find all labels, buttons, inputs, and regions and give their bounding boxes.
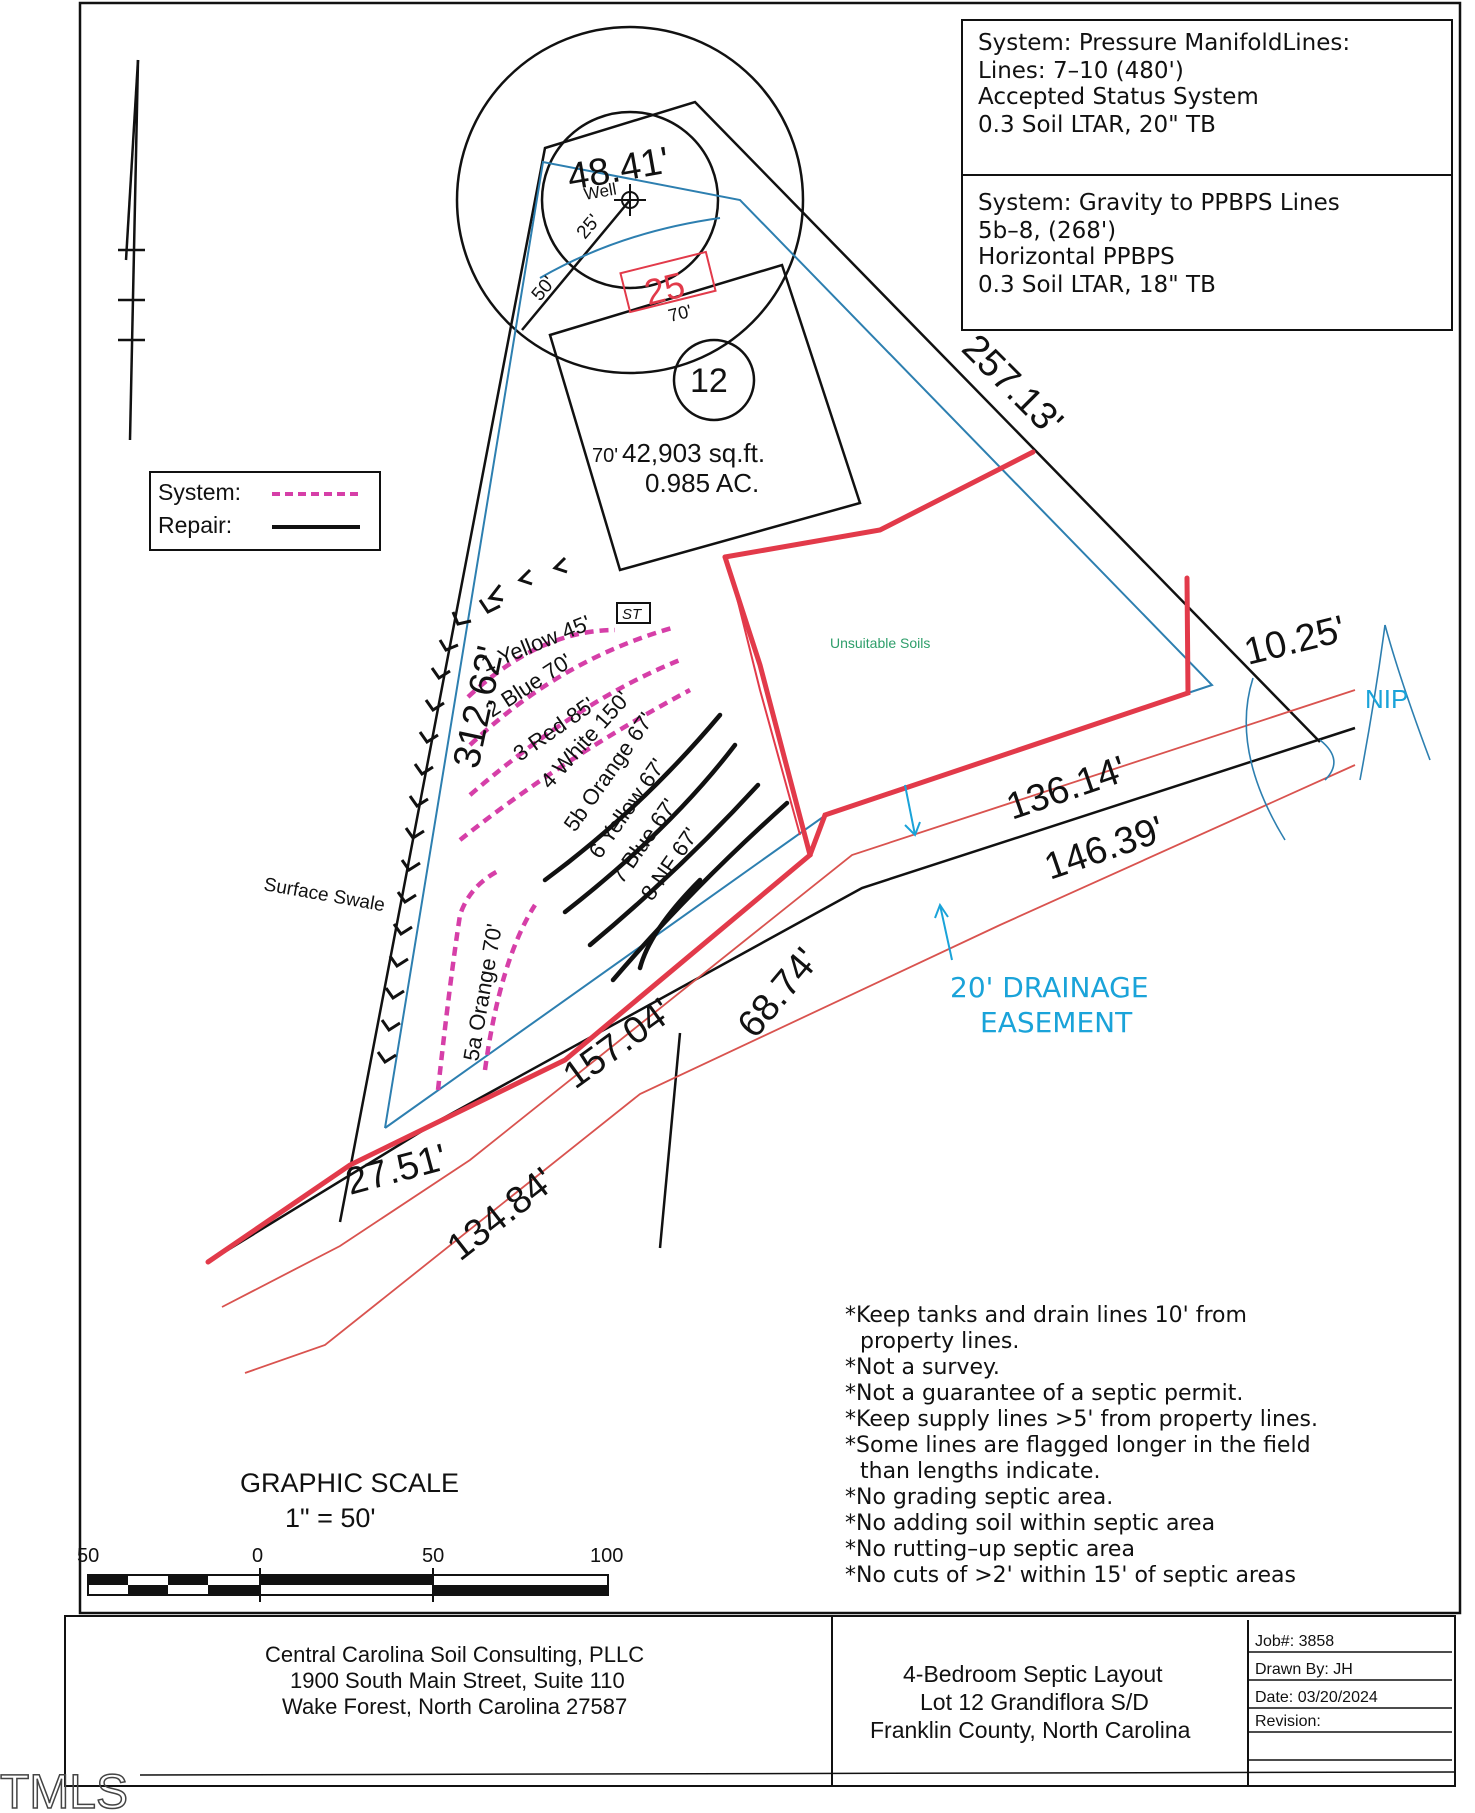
note-8: *No adding soil within septic area — [845, 1511, 1215, 1536]
company-name: Central Carolina Soil Consulting, PLLC — [265, 1642, 644, 1667]
note-2: *Not a survey. — [845, 1355, 1000, 1380]
repair-system-type: Horizontal PPBPS — [978, 244, 1175, 270]
mls-watermark: TMLS — [0, 1766, 128, 1813]
legend: System: Repair: — [149, 471, 381, 551]
scale-title: GRAPHIC SCALE — [240, 1468, 459, 1498]
house-footprint — [548, 263, 862, 572]
scale-tick-3: 100 — [590, 1545, 623, 1567]
property-boundary — [207, 100, 1356, 1264]
company-city: Wake Forest, North Carolina 27587 — [282, 1694, 627, 1719]
well-radius-inner: 25' — [573, 211, 605, 243]
lot-number-circle — [672, 338, 756, 422]
nip-label: NIP — [1365, 684, 1408, 714]
septic-tank-label: ST — [622, 606, 643, 623]
scale-tick-0: 50 — [77, 1545, 99, 1567]
surface-swale-arrows — [376, 556, 568, 1065]
unsuitable-soil-boundary — [205, 449, 1191, 1265]
primary-system-box — [961, 19, 1453, 176]
drainage-curves — [1245, 624, 1431, 841]
sheet-border — [78, 1, 1462, 1615]
note-4: *Keep supply lines >5' from property lin… — [845, 1407, 1318, 1432]
project-title: 4-Bedroom Septic Layout — [903, 1661, 1163, 1687]
well-box-label: 25 — [640, 264, 689, 313]
note-3: *Not a guarantee of a septic permit. — [845, 1381, 1243, 1406]
revision: Revision: — [1255, 1713, 1321, 1730]
dim-south-outer: 146.39' — [1039, 809, 1169, 889]
system-line-3 — [468, 657, 681, 797]
primary-system-title: System: Pressure ManifoldLines: — [978, 30, 1350, 56]
date: Date: 03/20/2024 — [1255, 1689, 1378, 1706]
house-dim-top: 70' — [666, 301, 694, 326]
unsuitable-soils-label: Unsuitable Soils — [830, 635, 930, 651]
note-0: *Keep tanks and drain lines 10' from — [845, 1303, 1247, 1328]
legend-repair-label: Repair: — [158, 512, 232, 538]
scale-ratio: 1" = 50' — [285, 1503, 376, 1533]
repair-lines — [542, 712, 790, 983]
project-county: Franklin County, North Carolina — [870, 1717, 1191, 1743]
project-lot: Lot 12 Grandiflora S/D — [920, 1689, 1149, 1715]
well-setback-circles — [455, 25, 805, 375]
repair-system-box — [961, 174, 1453, 331]
primary-system-ltar: 0.3 Soil LTAR, 20" TB — [978, 112, 1216, 138]
drawn-by: Drawn By: JH — [1255, 1661, 1353, 1678]
lot-number: 12 — [690, 362, 728, 400]
dim-east-small: 10.25' — [1240, 608, 1349, 674]
dim-southwest-outer: 68.74' — [730, 940, 828, 1045]
dim-bottom: 134.84' — [440, 1160, 563, 1269]
system-info-boxes: System: Pressure ManifoldLines: Lines: 7… — [961, 19, 1453, 331]
repair-system-lines: 5b–8, (268') — [978, 218, 1116, 244]
repair-line-8 — [610, 800, 790, 983]
house-dim-left: 70' — [592, 445, 618, 467]
repair-line-5b — [542, 712, 723, 883]
well-radius-outer: 50' — [528, 273, 560, 305]
drainage-easement-line2: EASEMENT — [980, 1006, 1133, 1039]
note-9: *No rutting–up septic area — [845, 1537, 1135, 1562]
title-block: Central Carolina Soil Consulting, PLLC 1… — [64, 1615, 1456, 1787]
repair-line-6 — [562, 742, 738, 915]
legend-system-label: System: — [158, 479, 241, 505]
primary-system-status: Accepted Status System — [978, 84, 1259, 110]
note-5: *Some lines are flagged longer in the fi… — [845, 1433, 1311, 1458]
system-line-5a-b — [482, 903, 537, 1071]
repair-system-ltar: 0.3 Soil LTAR, 18" TB — [978, 272, 1216, 298]
easement-lines — [221, 689, 1356, 1374]
dim-southwest-mid: 157.04' — [556, 991, 681, 1098]
job-number: Job#: 3858 — [1255, 1633, 1334, 1650]
well-box — [619, 250, 717, 314]
unsuitable-soil-inner-edge — [734, 589, 801, 836]
system-line-4 — [458, 688, 692, 842]
note-1: property lines. — [860, 1329, 1019, 1354]
repair-system-title: System: Gravity to PPBPS Lines — [978, 190, 1340, 216]
scale-tick-2: 50 — [422, 1545, 444, 1567]
scale-tick-1: 0 — [252, 1545, 263, 1567]
drainage-arrows — [904, 784, 953, 961]
system-line-2 — [468, 625, 673, 747]
lot-area-sqft: 42,903 sq.ft. — [622, 438, 765, 468]
drainage-easement-line1: 20' DRAINAGE — [950, 971, 1149, 1004]
company-address: 1900 South Main Street, Suite 110 — [290, 1668, 625, 1693]
system-line-5a-a — [435, 867, 502, 1091]
system-lines — [435, 625, 692, 1091]
well-marker — [614, 184, 646, 216]
notes: *Keep tanks and drain lines 10' from pro… — [845, 1303, 1318, 1588]
primary-system-lines: Lines: 7–10 (480') — [978, 58, 1184, 84]
dim-top: 48.41' — [564, 140, 672, 199]
dim-south-mid: 136.14' — [1001, 749, 1131, 829]
lot-area-ac: 0.985 AC. — [645, 468, 759, 498]
graphic-scale: GRAPHIC SCALE 1" = 50' 50 0 50 100 — [77, 1468, 623, 1602]
setback-line — [384, 160, 1214, 1129]
note-10: *No cuts of >2' within 15' of septic are… — [845, 1563, 1296, 1588]
well-circle-inner — [540, 110, 720, 290]
well-circle-outer — [455, 25, 805, 375]
repair-line-8b — [637, 877, 703, 971]
note-7: *No grading septic area. — [845, 1485, 1113, 1510]
north-arrow — [118, 59, 145, 441]
septic-tank-box — [616, 602, 651, 624]
note-6: than lengths indicate. — [860, 1459, 1100, 1484]
surface-swale-label: Surface Swale — [262, 874, 386, 916]
setback-arc — [539, 217, 721, 279]
system-line-1 — [466, 627, 616, 699]
repair-line-7 — [587, 782, 761, 948]
